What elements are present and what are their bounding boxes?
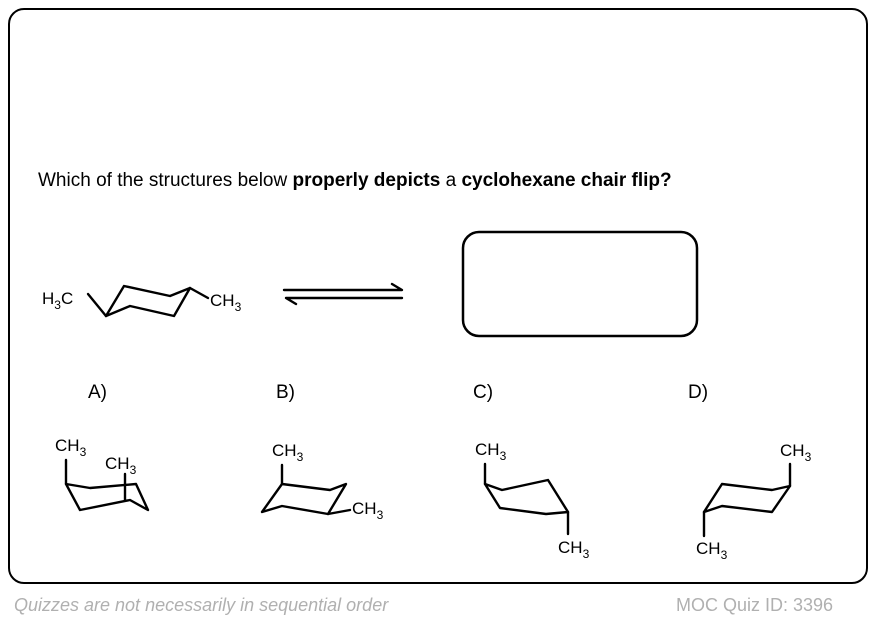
footer-note: Quizzes are not necessarily in sequentia…	[14, 595, 389, 615]
label-h3c-left: H3C	[42, 289, 73, 312]
ring-c	[483, 478, 570, 516]
structure-option-c[interactable]: CH3 CH3	[475, 440, 590, 561]
structure-option-a[interactable]: CH3 CH3	[55, 436, 150, 512]
answer-box[interactable]	[461, 230, 699, 338]
question-bold-1: properly depicts	[292, 170, 441, 191]
ring-d	[702, 482, 792, 514]
option-label-a[interactable]: A)	[88, 382, 107, 403]
chair-ring-start	[104, 284, 192, 318]
methyl-bond-right	[188, 286, 210, 300]
starting-chair-structure: H3C CH3	[42, 284, 242, 318]
quiz-id: MOC Quiz ID: 3396	[676, 595, 834, 615]
label-ch3-c1: CH3	[475, 440, 507, 463]
equilibrium-arrows	[282, 282, 404, 306]
structure-option-d[interactable]: CH3 CH3	[696, 441, 812, 562]
question-bold-2: cyclohexane chair flip?	[461, 170, 672, 191]
methyl-bond-b2	[326, 508, 352, 516]
forward-arrow	[282, 282, 404, 292]
reverse-arrow	[284, 296, 404, 306]
option-label-b[interactable]: B)	[276, 382, 295, 403]
label-ch3-b2: CH3	[352, 499, 384, 522]
question-part-2: a	[440, 170, 462, 191]
methyl-bond-left	[86, 292, 108, 318]
label-ch3-right: CH3	[210, 291, 242, 314]
label-ch3-d2: CH3	[696, 539, 728, 562]
label-ch3-c2: CH3	[558, 538, 590, 561]
structure-option-b[interactable]: CH3 CH3	[260, 441, 384, 522]
quiz-card	[8, 8, 868, 584]
option-label-d[interactable]: D)	[688, 382, 709, 403]
ring-a	[64, 482, 150, 512]
label-ch3-d1: CH3	[780, 441, 812, 464]
ring-b	[260, 482, 348, 516]
question-text: Which of the structures below properly d…	[38, 170, 672, 192]
label-ch3-a2: CH3	[105, 454, 137, 477]
option-label-c[interactable]: C)	[473, 382, 494, 403]
question-part-1: Which of the structures below	[38, 170, 293, 191]
label-ch3-b1: CH3	[272, 441, 304, 464]
label-ch3-a1: CH3	[55, 436, 87, 459]
